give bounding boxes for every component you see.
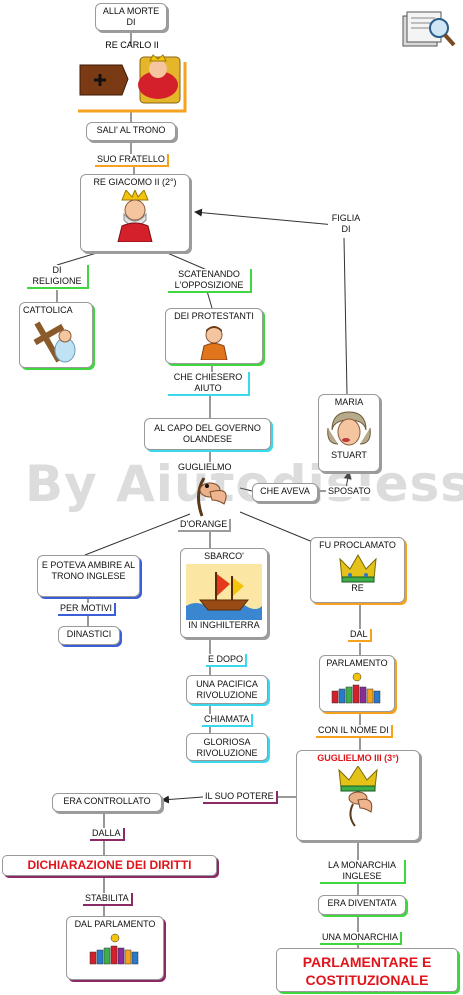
sposato-label: SPOSATO	[326, 486, 373, 497]
e-dopo-label: E DOPO	[206, 654, 248, 667]
scatenando-label: SCATENANDO L'OPPOSIZIONE	[168, 269, 252, 293]
gloriosa-text: GLORIOSA RIVOLUZIONE	[196, 737, 258, 758]
in-inghilterra-text: IN INGHILTERRA	[188, 620, 260, 630]
parlamento-text: PARLAMENTO	[326, 658, 388, 668]
che-chiesero-label: CHE CHIESERO AIUTO	[168, 372, 250, 396]
fu-proclamato-node: FU PROCLAMATO RE	[310, 537, 405, 603]
dinastici-text: DINASTICI	[66, 629, 112, 639]
una-pacifica-node: UNA PACIFICA RIVOLUZIONE	[186, 675, 268, 704]
king-icon	[84, 190, 186, 242]
dal-label: DAL	[348, 629, 372, 642]
crowd-icon	[323, 671, 391, 707]
crowned-nose-icon	[300, 766, 416, 828]
re-carlo-text: RE CARLO II	[105, 40, 159, 50]
dinastici-node: DINASTICI	[58, 626, 120, 645]
dichiarazione-node: DICHIARAZIONE DEI DIRITTI	[2, 855, 217, 876]
suo-fratello-label: SUO FRATELLO	[95, 154, 169, 167]
gloriosa-node: GLORIOSA RIVOLUZIONE	[186, 733, 268, 761]
una-monarchia-label: UNA MONARCHIA	[320, 932, 403, 945]
di-religione-label: DI RELIGIONE	[27, 265, 89, 289]
con-il-nome-di-label: CON IL NOME DI	[316, 725, 393, 738]
che-aveva-node: CHE AVEVA	[252, 483, 318, 502]
la-monarchia-label: LA MONARCHIA INGLESE	[320, 860, 406, 884]
alla-morte-di-text: ALLA MORTE DI	[102, 6, 160, 27]
praying-cross-icon	[23, 318, 89, 366]
crown-icon	[314, 553, 401, 583]
guglielmo-iii-text: GUGLIELMO III (3°)	[317, 753, 399, 763]
era-diventata-node: ERA DIVENTATA	[318, 895, 406, 915]
sali-al-trono-text: SALI' AL TRONO	[96, 125, 166, 135]
parlamento-node: PARLAMENTO	[319, 655, 395, 712]
guglielmo-label: GUGLIELMO	[176, 462, 234, 473]
magnifier-book-icon	[401, 8, 457, 50]
stuart-text: STUART	[331, 450, 367, 460]
chiamata-label: CHIAMATA	[202, 714, 254, 727]
coffin-king-icon	[78, 51, 186, 112]
sbarco-node: SBARCO' IN INGHILTERRA	[180, 548, 268, 638]
ship-icon	[184, 564, 264, 620]
maria-text: MARIA	[334, 397, 364, 407]
re-giacomo-text: RE GIACOMO II (2°)	[93, 177, 177, 187]
dichiarazione-text: DICHIARAZIONE DEI DIRITTI	[27, 858, 192, 872]
dalla-label: DALLA	[90, 828, 125, 841]
man-icon	[169, 324, 259, 360]
era-controllato-text: ERA CONTROLLATO	[63, 796, 151, 806]
figlia-di-label: FIGLIA DI	[328, 213, 364, 235]
era-controllato-node: ERA CONTROLLATO	[52, 793, 162, 812]
guglielmo-iii-node: GUGLIELMO III (3°)	[296, 750, 420, 841]
sbarco-text: SBARCO'	[204, 551, 244, 561]
cattolica-node: CATTOLICA	[19, 302, 93, 368]
stabilita-label: STABILITA	[83, 893, 133, 906]
sali-al-trono-node: SALI' AL TRONO	[86, 122, 176, 141]
maria-node: MARIA STUART	[318, 394, 380, 472]
al-capo-node: AL CAPO DEL GOVERNO OLANDESE	[144, 418, 271, 450]
dal-parlamento-node: DAL PARLAMENTO	[66, 916, 164, 980]
dal-parlamento-text: DAL PARLAMENTO	[74, 919, 156, 929]
re-text: RE	[351, 583, 364, 593]
cattolica-text: CATTOLICA	[23, 305, 73, 315]
una-pacifica-text: UNA PACIFICA RIVOLUZIONE	[196, 679, 258, 700]
alla-morte-di-node: ALLA MORTE DI	[95, 3, 167, 31]
dorange-label: D'ORANGE	[178, 519, 232, 532]
e-poteva-text: E POTEVA AMBIRE AL TRONO INGLESE	[41, 560, 136, 581]
watermark-text: By Aiutodislessia.net	[25, 455, 463, 513]
era-diventata-text: ERA DIVENTATA	[327, 898, 397, 908]
re-carlo-node: RE CARLO II	[78, 40, 186, 111]
fu-proclamato-text: FU PROCLAMATO	[319, 540, 396, 550]
per-motivi-label: PER MOTIVI	[58, 603, 117, 616]
big-nose-man-icon	[180, 474, 240, 520]
crowd-icon	[70, 932, 160, 968]
il-suo-potere-label: IL SUO POTERE	[203, 791, 278, 804]
woman-icon	[322, 410, 376, 450]
parlamentare-node: PARLAMENTARE E COSTITUZIONALE	[276, 948, 458, 992]
dei-protestanti-node: DEI PROTESTANTI	[165, 308, 263, 364]
re-giacomo-node: RE GIACOMO II (2°)	[80, 174, 190, 252]
dei-protestanti-text: DEI PROTESTANTI	[174, 311, 254, 321]
al-capo-text: AL CAPO DEL GOVERNO OLANDESE	[154, 423, 261, 444]
parlamentare-text: PARLAMENTARE E COSTITUZIONALE	[302, 954, 432, 988]
che-aveva-text: CHE AVEVA	[260, 486, 310, 496]
e-poteva-node: E POTEVA AMBIRE AL TRONO INGLESE	[37, 555, 140, 597]
